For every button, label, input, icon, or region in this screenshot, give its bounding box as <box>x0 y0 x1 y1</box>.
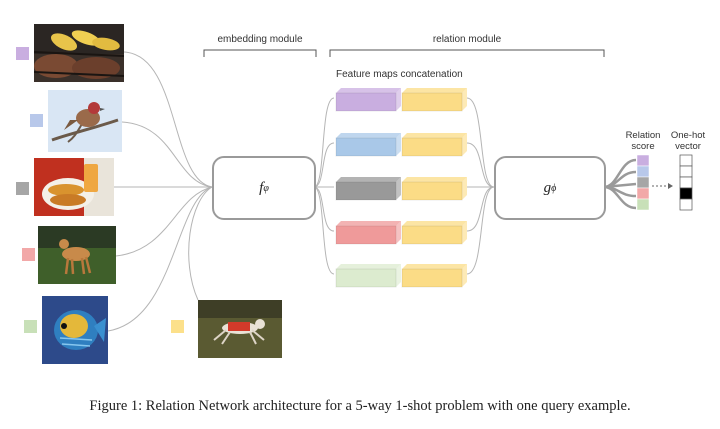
query-color-square <box>171 320 184 333</box>
relation-score-cell-1 <box>636 154 650 167</box>
query-feature-map-1 <box>401 88 467 112</box>
query-feature-map-4 <box>401 221 467 245</box>
onehot-label-line-1: One-hot <box>670 130 706 141</box>
connector-f-to-row-5 <box>313 186 335 275</box>
support-feature-map-4 <box>335 221 401 245</box>
connector-row-2-to-g <box>466 142 495 188</box>
class-color-square-5 <box>24 320 37 333</box>
connector-image-5 <box>107 186 213 332</box>
query-feature-map-5 <box>401 264 467 288</box>
class-color-square-4 <box>22 248 35 261</box>
onehot-label-line-2: vector <box>675 141 701 152</box>
query-image-running-dog <box>198 300 282 358</box>
connector-g-to-score-5 <box>603 185 637 210</box>
connector-image-4 <box>115 186 213 257</box>
onehot-cell-1 <box>679 154 693 167</box>
relation-score-cell-4 <box>636 187 650 200</box>
embedding-function-subscript: φ <box>263 182 269 194</box>
relation-score-cell-3 <box>636 176 650 189</box>
support-image-bird <box>48 90 122 152</box>
support-image-fish <box>42 296 108 364</box>
embedding-function-symbol: f <box>259 179 264 196</box>
connector-image-2 <box>121 121 213 188</box>
onehot-cell-5 <box>679 198 693 211</box>
relation-module-label: relation module <box>432 34 502 45</box>
figure-caption: Figure 1: Relation Network architecture … <box>89 398 631 414</box>
class-color-square-2 <box>30 114 43 127</box>
query-feature-map-3 <box>401 177 467 201</box>
relation-function-subscript: ϕ <box>551 182 557 194</box>
support-image-dog <box>38 226 116 284</box>
onehot-label: One-hot vector <box>665 130 711 152</box>
support-image-grilled-food <box>34 24 124 82</box>
embedding-module-label: embedding module <box>217 34 303 45</box>
connector-query <box>188 186 213 301</box>
relation-function-symbol: g <box>543 179 552 196</box>
relation-module-bracket <box>329 49 605 57</box>
support-image-hot-dogs <box>34 158 114 216</box>
onehot-cell-3 <box>679 176 693 189</box>
connector-f-to-row-1 <box>313 97 335 188</box>
support-feature-map-2 <box>335 133 401 157</box>
connector-image-1 <box>123 51 213 188</box>
relation-score-label-line-2: score <box>631 141 655 152</box>
relation-score-label-line-1: Relation <box>625 130 661 141</box>
class-color-square-3 <box>16 182 29 195</box>
connector-row-5-to-g <box>466 186 495 275</box>
support-feature-map-3 <box>335 177 401 201</box>
relation-score-cell-2 <box>636 165 650 178</box>
class-color-square-1 <box>16 47 29 60</box>
support-feature-map-5 <box>335 264 401 288</box>
support-feature-map-1 <box>335 88 401 112</box>
onehot-cell-2 <box>679 165 693 178</box>
onehot-cell-4 <box>679 187 693 200</box>
connector-row-4-to-g <box>466 186 495 232</box>
relation-score-cell-5 <box>636 198 650 211</box>
feature-maps-label: Feature maps concatenation <box>336 69 463 80</box>
relation-score-label: Relation score <box>618 130 668 152</box>
connector-f-to-row-2 <box>313 142 335 188</box>
embedding-module-bracket <box>203 49 317 57</box>
connector-row-1-to-g <box>466 97 495 188</box>
query-feature-map-2 <box>401 133 467 157</box>
